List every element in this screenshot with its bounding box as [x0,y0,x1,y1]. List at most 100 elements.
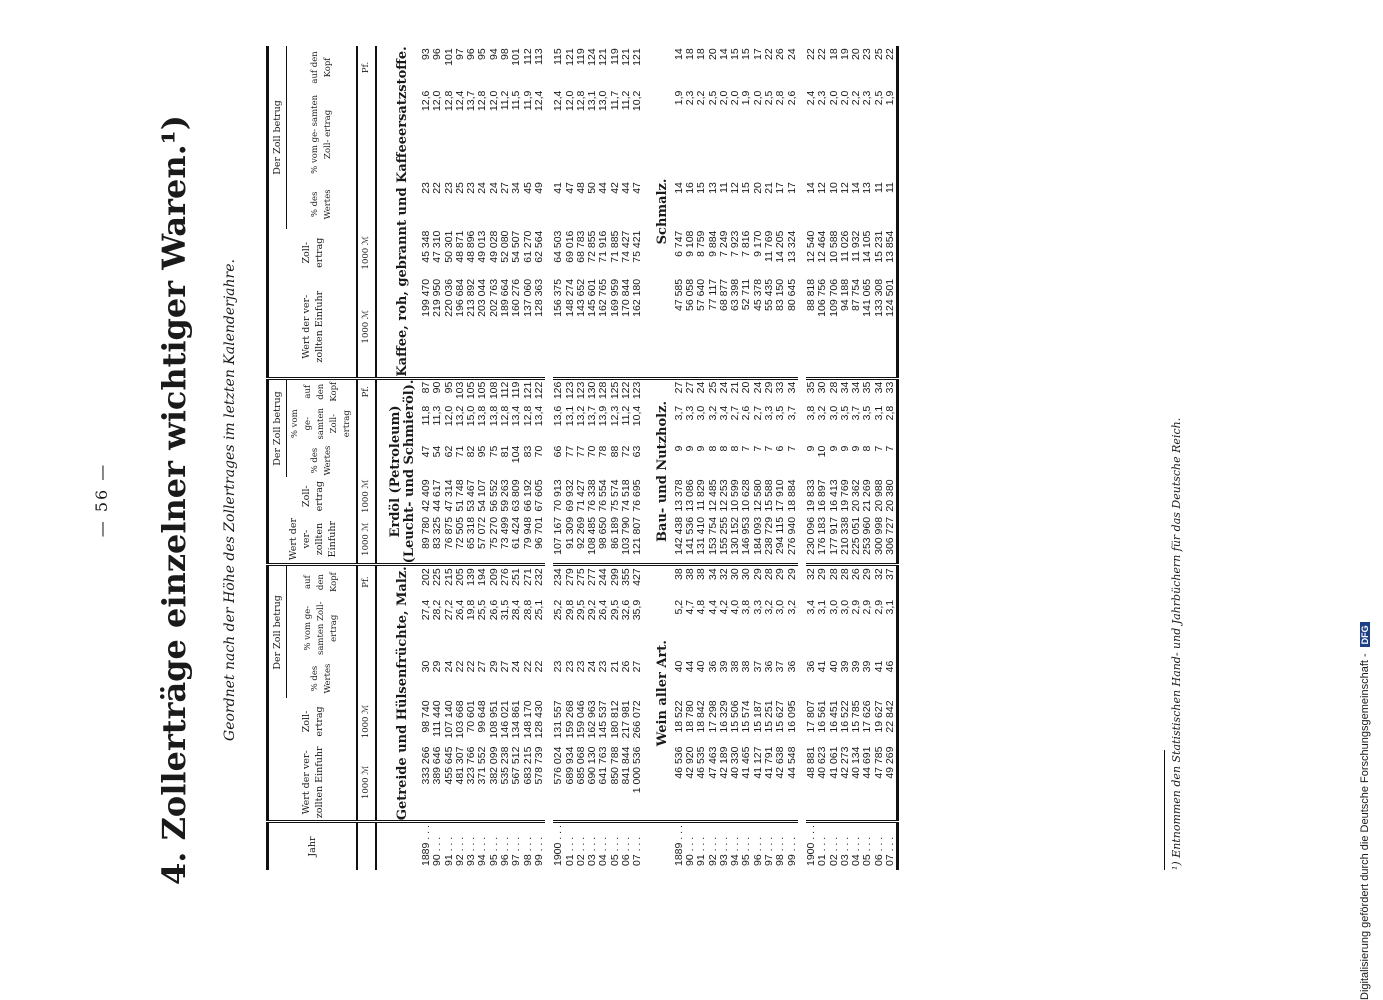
table-cell: 28,2 [431,599,444,621]
unit-wert-b: 1000 ℳ [357,514,376,565]
unit-pct1-a [357,658,376,699]
table-cell: 29 [785,568,798,580]
table-cell: 2,8 [883,405,896,421]
table-cell: 7 [883,445,896,452]
table-cell: 12,4 [552,90,565,112]
table-cell: 30 [816,381,829,394]
table-cell: 113 [532,48,545,66]
side-credit-label: Digitalisierung gefördert durch die Deut… [1359,653,1371,1000]
table-cell: 16 095 [785,700,798,733]
table-cell: 6 [774,445,787,452]
header-pct-ges-c: % vom ge- samten Zoll- ertrag [286,88,357,181]
table-cell: 141 065 [861,276,874,379]
table-cell: 131 557 [552,700,565,739]
table-cell: 11 829 [695,479,708,511]
table-cell: 41 [816,660,829,673]
table-cell: 17 626 [861,700,874,733]
table-cell: 121 [631,48,644,66]
table-cell: 123 [631,381,644,400]
table-cell: 111 440 [431,700,444,737]
table-cell: 13,4 [532,405,545,427]
table-cell: 21 269 [861,479,874,512]
table-cell: 3,2 [816,405,829,421]
table-cell: 37 [774,660,787,673]
table-cell: 234 [552,568,565,586]
side-credit-text: Digitalisierung gefördert durch die Deut… [1359,20,1371,1000]
table-cell: 63 [631,445,644,458]
table-cell: 7 [785,445,798,452]
header-kopf-c: auf den Kopf [286,46,357,89]
table-cell: 12 464 [816,230,829,263]
table-cell: 29 [816,568,829,580]
table-cell: 96 [431,48,444,60]
table-cell: 13,6 [552,405,565,427]
table-cell: 106 756 [816,276,829,379]
table-cell: 2,2 [695,90,708,106]
table-cell: 83 150 [774,276,787,379]
table-cell: 61 424 [510,514,523,565]
table-cell: 3,5 [861,405,874,421]
section-title: Bau- und Nutzholz. [643,378,674,565]
table-cell: 2,3 [861,90,874,106]
section-title-text: Getreide und Hülsenfrüchte, Malz. [395,566,410,821]
table-cell: 67 605 [532,479,545,512]
table-cell: 10,2 [631,90,644,112]
table-cell: 134 861 [510,700,523,739]
table-cell: 13 324 [785,230,798,263]
table-cell: 3,7 [785,405,798,421]
table-cell: 39 [861,660,874,673]
header-zollertrag-a: Zoll- ertrag [267,698,357,745]
page-title: 4. Zollerträge einzelner wichtiger Waren… [155,115,193,885]
table-body: Getreide und Hülsenfrüchte, Malz.Erdöl (… [376,46,898,870]
header-wert-a: Wert der ver- zollten Einfuhr [267,744,357,822]
table-cell: 22 [431,182,444,194]
table-cell: 33 [774,381,787,394]
table-cell: 38 [695,568,708,580]
table-cell: 427 [631,568,644,586]
table-cell: 46 [883,660,896,673]
table-cell: 29 [431,660,444,673]
table-cell: 10 [816,445,829,458]
header-pct-ges-b: % vom ge- samten Zoll- ertrag [286,403,357,444]
table-cell: 23 [861,48,874,60]
table-cell: 122 [532,381,545,400]
table-cell: 44 617 [431,479,444,512]
year-cell: 99 . . . [532,836,545,866]
table-cell: 101 [510,48,523,66]
year-cell: 01 . . . [816,836,829,866]
table-cell: 13,4 [510,405,523,427]
table-cell: 44 691 [861,744,874,822]
table-cell: 567 512 [510,744,523,822]
table-cell: 124 501 [884,276,898,379]
table-cell: 119 [510,381,523,399]
customs-revenue-table: Jahr Wert der ver- zollten Einfuhr Zoll-… [266,46,900,870]
table-cell: 160 276 [510,276,523,379]
table-cell: 107 167 [552,514,565,565]
table-cell: 36 [785,660,798,673]
section-title: Getreide und Hülsenfrüchte, Malz. [376,564,421,822]
table-cell: 15 [695,182,708,194]
table-cell: 62 564 [532,230,545,263]
table-cell: 70 [532,445,545,458]
header-wert-c: Wert der ver- zollten Einfuhr [267,276,357,379]
table-cell: 3,0 [695,405,708,421]
unit-pf-c: Pf. [357,46,376,89]
table-cell: 34 [785,381,798,394]
header-year: Jahr [267,821,357,870]
table-cell: 15 627 [774,700,787,733]
table-cell: 12,4 [532,90,545,112]
year-cell: 90 . . . [431,836,444,866]
table-cell: 128 430 [532,700,545,739]
table-cell: 22 [816,48,829,60]
table-cell: 18 842 [695,700,708,733]
table-cell: 17 910 [774,479,787,512]
section-title-text: Schmalz. [654,178,670,245]
